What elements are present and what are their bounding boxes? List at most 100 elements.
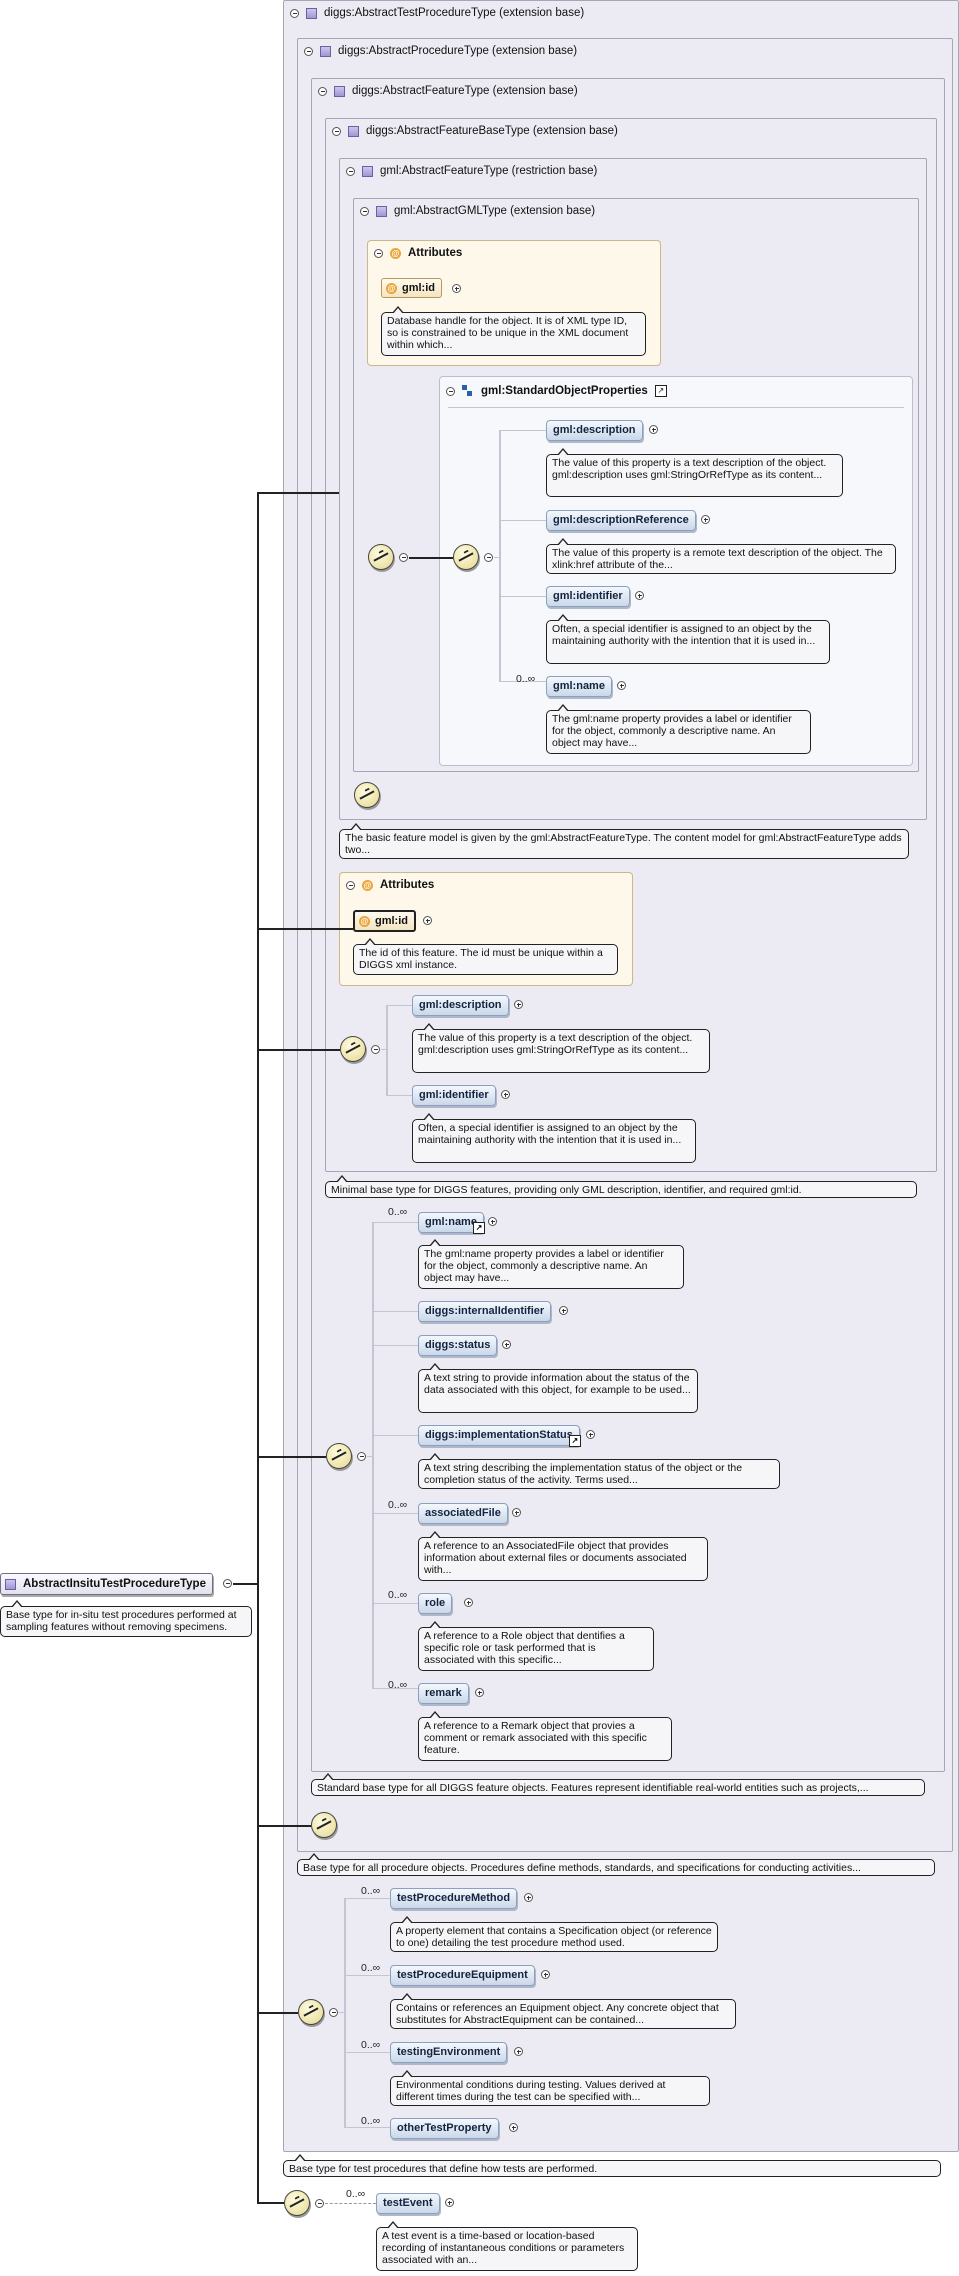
collapse-icon[interactable] xyxy=(315,2199,324,2208)
element-label: diggs:internalIdentifier xyxy=(425,1305,545,1317)
element-gml-name[interactable]: gml:name xyxy=(418,1212,485,1234)
collapse-icon[interactable] xyxy=(371,1045,380,1054)
ext-header[interactable]: diggs:AbstractFeatureType (extension bas… xyxy=(318,85,578,97)
ext-header-label: gml:AbstractFeatureType (restriction bas… xyxy=(380,165,598,177)
element-testevent[interactable]: testEvent xyxy=(376,2193,440,2214)
documentation: Base type for all procedure objects. Pro… xyxy=(297,1853,935,1876)
connector xyxy=(372,1222,374,1688)
element-label: testingEnvironment xyxy=(397,2046,501,2058)
element-diggs-implementationstatus[interactable]: diggs:implementationStatus xyxy=(418,1425,581,1447)
sequence-icon[interactable] xyxy=(368,544,394,570)
expand-icon[interactable] xyxy=(514,1000,523,1009)
collapse-icon[interactable] xyxy=(329,2008,338,2017)
expand-icon[interactable] xyxy=(445,2198,454,2207)
documentation: Environmental conditions during testing.… xyxy=(390,2070,710,2106)
attribute-gml-id[interactable]: @ gml:id xyxy=(353,910,416,932)
element-remark[interactable]: remark xyxy=(418,1683,469,1704)
collapse-icon[interactable] xyxy=(304,46,313,56)
expand-icon[interactable] xyxy=(541,1970,550,1979)
element-testingenvironment[interactable]: testingEnvironment xyxy=(390,2042,508,2063)
sequence-icon[interactable] xyxy=(326,1443,352,1469)
attributes-header[interactable]: @Attributes xyxy=(374,247,462,259)
connector xyxy=(339,2012,345,2013)
expand-icon[interactable] xyxy=(617,681,626,690)
expand-icon[interactable] xyxy=(509,2123,518,2132)
sequence-icon[interactable] xyxy=(284,2190,310,2216)
collapse-icon[interactable] xyxy=(290,8,299,18)
ext-header[interactable]: gml:AbstractGMLType (extension base) xyxy=(360,205,595,217)
occurrence-label: 0..∞ xyxy=(361,2115,381,2127)
element-role[interactable]: role xyxy=(418,1593,453,1614)
sequence-icon[interactable] xyxy=(311,1812,337,1838)
collapse-icon[interactable] xyxy=(484,553,493,562)
connector xyxy=(500,681,546,682)
expand-icon[interactable] xyxy=(586,1430,595,1439)
expand-icon[interactable] xyxy=(524,1893,533,1902)
element-label: remark xyxy=(425,1687,462,1699)
element-testproceduremethod[interactable]: testProcedureMethod xyxy=(390,1888,518,1909)
attribute-gml-id[interactable]: @gml:id xyxy=(381,278,442,298)
collapse-icon[interactable] xyxy=(223,1579,232,1588)
occurrence-label: 0..∞ xyxy=(388,1206,408,1218)
element-label: testProcedureEquipment xyxy=(397,1969,528,1981)
element-testprocedureequipment[interactable]: testProcedureEquipment xyxy=(390,1965,535,1986)
attribute-icon: @ xyxy=(359,915,370,927)
expand-icon[interactable] xyxy=(512,1508,521,1517)
root-type[interactable]: AbstractInsituTestProcedureType xyxy=(0,1573,213,1595)
element-gml-description[interactable]: gml:description xyxy=(412,995,509,1016)
collapse-icon[interactable] xyxy=(346,166,355,176)
ext-header[interactable]: diggs:AbstractTestProcedureType (extensi… xyxy=(290,7,584,19)
expand-icon[interactable] xyxy=(502,1340,511,1349)
expand-icon[interactable] xyxy=(649,425,658,434)
sequence-icon[interactable] xyxy=(354,782,380,808)
collapse-icon[interactable] xyxy=(446,386,455,396)
collapse-icon[interactable] xyxy=(332,126,341,136)
element-label: gml:identifier xyxy=(553,590,623,602)
attributes-header[interactable]: @Attributes xyxy=(346,879,434,891)
element-gml-name[interactable]: gml:name xyxy=(546,676,612,697)
element-gml-identifier[interactable]: gml:identifier xyxy=(412,1085,496,1106)
element-diggs-status[interactable]: diggs:status xyxy=(418,1335,498,1356)
collapse-icon[interactable] xyxy=(399,553,408,562)
element-diggs-internalidentifier[interactable]: diggs:internalIdentifier xyxy=(418,1301,552,1322)
sequence-icon[interactable] xyxy=(453,544,479,570)
expand-icon[interactable] xyxy=(501,1090,510,1099)
connector xyxy=(494,557,500,558)
ext-header[interactable]: diggs:AbstractProcedureType (extension b… xyxy=(304,45,577,57)
reference-icon[interactable]: ↗ xyxy=(654,385,667,397)
documentation: The value of this property is a remote t… xyxy=(546,538,896,574)
branch-procedure xyxy=(257,1825,311,1827)
expand-icon[interactable] xyxy=(488,1217,497,1226)
element-gml-descriptionreference[interactable]: gml:descriptionReference xyxy=(546,510,696,531)
expand-icon[interactable] xyxy=(423,916,432,925)
group-header[interactable]: gml:StandardObjectProperties↗ xyxy=(446,385,667,397)
ext-header-label: diggs:AbstractFeatureBaseType (extension… xyxy=(366,125,618,137)
expand-icon[interactable] xyxy=(464,1598,473,1607)
element-associatedfile[interactable]: associatedFile xyxy=(418,1503,508,1524)
element-gml-description[interactable]: gml:description xyxy=(546,420,643,441)
element-label: role xyxy=(425,1597,446,1609)
element-gml-identifier[interactable]: gml:identifier xyxy=(546,586,630,607)
documentation: Often, a special identifier is assigned … xyxy=(412,1113,696,1163)
collapse-icon[interactable] xyxy=(360,206,369,216)
connector xyxy=(409,557,453,559)
attribute-icon: @ xyxy=(362,879,373,891)
element-othertestproperty[interactable]: otherTestProperty xyxy=(390,2118,499,2139)
expand-icon[interactable] xyxy=(635,591,644,600)
expand-icon[interactable] xyxy=(559,1306,568,1315)
collapse-icon[interactable] xyxy=(346,880,355,890)
attribute-label: gml:id xyxy=(375,915,408,927)
expand-icon[interactable] xyxy=(452,284,461,293)
expand-icon[interactable] xyxy=(475,1688,484,1697)
ext-header[interactable]: gml:AbstractFeatureType (restriction bas… xyxy=(346,165,597,177)
connector xyxy=(344,1898,346,2127)
collapse-icon[interactable] xyxy=(318,86,327,96)
ext-header[interactable]: diggs:AbstractFeatureBaseType (extension… xyxy=(332,125,618,137)
sequence-icon[interactable] xyxy=(340,1036,366,1062)
collapse-icon[interactable] xyxy=(357,1452,366,1461)
expand-icon[interactable] xyxy=(701,515,710,524)
sequence-icon[interactable] xyxy=(298,1999,324,2025)
expand-icon[interactable] xyxy=(514,2047,523,2056)
attribute-icon: @ xyxy=(386,282,397,294)
collapse-icon[interactable] xyxy=(374,248,383,258)
